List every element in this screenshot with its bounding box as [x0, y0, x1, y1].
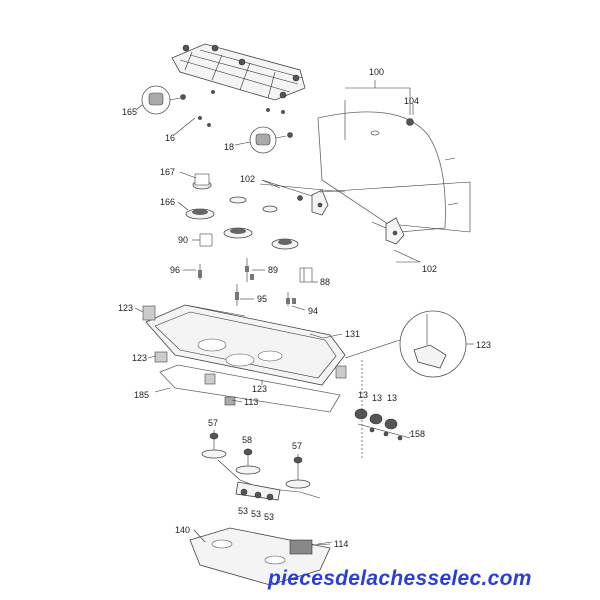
label-88: 88 — [320, 277, 330, 287]
label-96: 96 — [170, 265, 180, 275]
lid-hinge-right — [371, 182, 471, 263]
leader-lines — [134, 104, 420, 545]
label-58: 58 — [242, 435, 252, 445]
label-185: 185 — [134, 390, 149, 400]
gas-rail-53 — [217, 459, 321, 501]
label-113: 113 — [244, 397, 258, 407]
thermocouple-89 — [245, 258, 254, 282]
burner-base-58 — [235, 448, 261, 475]
electrode-88 — [299, 267, 313, 283]
lid-buffer-104 — [406, 118, 414, 126]
burner-cap-167 — [192, 173, 212, 190]
label-94: 94 — [308, 306, 318, 316]
clip-123 — [154, 351, 168, 363]
lid-hinge-left — [259, 179, 471, 216]
glass-lid — [317, 80, 459, 233]
control-knobs-13 — [354, 360, 411, 460]
label-104: 104 — [404, 96, 419, 106]
burner-head-center — [223, 227, 253, 239]
burner-small-parts — [199, 195, 303, 247]
pan-support-grid — [171, 43, 306, 101]
label-131: 131 — [345, 329, 360, 339]
label-123-top: 123 — [118, 303, 133, 313]
label-102-bottom: 102 — [422, 264, 437, 274]
label-18: 18 — [224, 142, 234, 152]
screw-mark — [207, 123, 211, 127]
label-95: 95 — [257, 294, 267, 304]
screw-mark — [266, 108, 270, 112]
clip-123 — [335, 365, 347, 379]
label-53-c: 53 — [264, 512, 274, 522]
screw-mark — [211, 90, 215, 94]
bracket-113 — [224, 396, 236, 406]
label-167: 167 — [160, 167, 175, 177]
label-53-a: 53 — [238, 506, 248, 516]
burner-head-right — [271, 238, 299, 250]
label-114: 114 — [334, 539, 348, 549]
connector-114 — [289, 539, 331, 555]
electrode-94 — [286, 292, 296, 306]
label-158: 158 — [410, 429, 425, 439]
knob-165-detail — [141, 85, 186, 115]
label-13-a: 13 — [358, 390, 368, 400]
burner-head-166 — [185, 208, 215, 220]
clip-123 — [142, 305, 156, 321]
burner-base-57-right — [285, 454, 311, 489]
label-123-center: 123 — [252, 384, 267, 394]
label-57-right: 57 — [292, 441, 302, 451]
screw-mark — [281, 110, 285, 114]
part-labels: 100 104 165 16 18 167 102 166 90 96 89 8… — [118, 67, 491, 549]
label-100: 100 — [369, 67, 384, 77]
thermocouple-90 — [199, 233, 213, 247]
knob-18-detail — [249, 126, 293, 154]
label-16: 16 — [165, 133, 175, 143]
label-166: 166 — [160, 197, 175, 207]
gasket-131-mark — [309, 333, 324, 339]
label-123-left: 123 — [132, 353, 147, 363]
label-13-c: 13 — [387, 393, 397, 403]
label-123-right: 123 — [476, 340, 491, 350]
label-53-b: 53 — [251, 509, 261, 519]
electrode-96 — [198, 264, 202, 280]
label-57-left: 57 — [208, 418, 218, 428]
label-102-top: 102 — [240, 174, 255, 184]
watermark-text: piecesdelachesselec.com — [267, 567, 532, 590]
seal-185 — [159, 364, 341, 413]
label-165: 165 — [122, 107, 137, 117]
clip-123 — [204, 373, 216, 385]
label-90: 90 — [178, 235, 188, 245]
label-89: 89 — [268, 265, 278, 275]
burner-base-57-left — [201, 430, 227, 459]
hob-top-tray — [145, 304, 346, 386]
clip-123-detail — [344, 310, 474, 378]
electrode-95 — [235, 284, 239, 306]
screw-mark — [198, 116, 202, 120]
label-13-b: 13 — [372, 393, 382, 403]
label-140: 140 — [175, 525, 190, 535]
